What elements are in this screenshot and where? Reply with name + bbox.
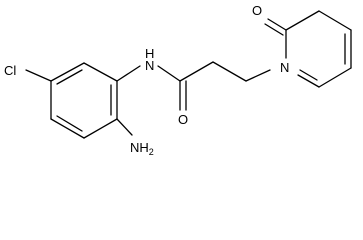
atom-n-ring: N	[280, 60, 289, 75]
bond-ring-b-6	[297, 74, 320, 88]
bond-ring-b-3	[318, 10, 352, 31]
bond-nh-carbonyl	[157, 65, 181, 82]
bond-ring-a-3	[83, 118, 118, 139]
atom-o-ring: O	[252, 3, 262, 18]
bond-ring-b-5	[318, 67, 352, 88]
atom-cl: Cl	[4, 63, 16, 78]
bond-carbonyl-ch2	[179, 61, 214, 82]
bond-ring-a-1	[83, 62, 118, 82]
bond-ring-a-4	[50, 118, 85, 139]
bond-c-nh	[116, 65, 141, 82]
bond-ring-b-2	[285, 10, 320, 31]
bond-c-nh2	[116, 118, 133, 136]
atom-nh2-main: NH	[130, 140, 149, 155]
bonds	[25, 10, 352, 139]
bond-ring-a-6-inner	[56, 69, 83, 85]
atom-h-amide: H	[145, 46, 154, 61]
atom-nh2: NH2	[130, 140, 154, 157]
atom-n-amide: N	[145, 58, 154, 73]
molecule-diagram: Cl N H NH2 O N O	[4, 3, 352, 157]
bond-ring-carbonyl-o	[267, 18, 287, 31]
bond-ring-a-4-inner	[56, 115, 83, 132]
atom-labels: Cl N H NH2 O N O	[4, 3, 289, 157]
atom-nh2-subscript: 2	[149, 147, 154, 157]
bond-ch2-ch2	[212, 61, 247, 82]
bond-ring-a-6	[50, 62, 85, 82]
bond-ring-carbonyl-o-double	[264, 23, 284, 36]
bond-ch2-n	[245, 69, 271, 82]
atom-o-amide: O	[178, 112, 188, 127]
bond-c-cl	[25, 69, 52, 82]
bond-ring-b-6-inner	[299, 69, 318, 81]
